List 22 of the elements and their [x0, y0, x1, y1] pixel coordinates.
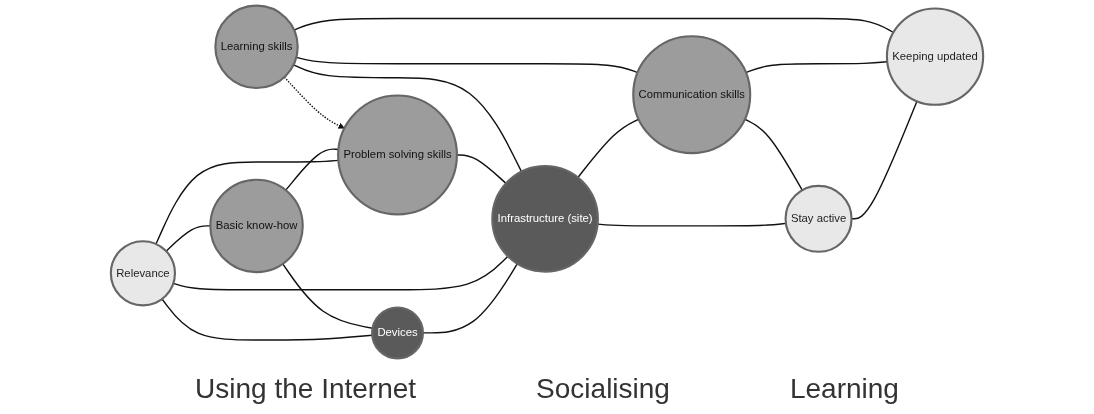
arrow — [283, 76, 345, 129]
node-circle: Devices — [371, 306, 424, 360]
node-circle: Keeping updated — [885, 7, 985, 106]
group-label: Learning — [789, 373, 899, 405]
group-label: Socialising — [536, 373, 670, 405]
node-circle: Stay active — [784, 184, 853, 253]
connector — [293, 17, 895, 34]
connector — [577, 118, 640, 179]
node-circle: Communication skills — [632, 35, 752, 155]
connector — [161, 298, 373, 341]
node-circle: Problem solving skills — [337, 94, 458, 216]
node-circle: Learning skills — [214, 4, 299, 90]
node-circle: Infrastructure (site) — [491, 164, 599, 273]
connector — [172, 255, 509, 291]
connector — [292, 64, 523, 173]
connector — [745, 61, 888, 74]
group-label: Using the Internet — [195, 373, 417, 405]
node-circle: Basic know-how — [209, 178, 304, 274]
node-circle: Relevance — [109, 240, 176, 307]
connector — [744, 118, 803, 191]
connector — [456, 154, 507, 185]
connector — [422, 263, 519, 334]
